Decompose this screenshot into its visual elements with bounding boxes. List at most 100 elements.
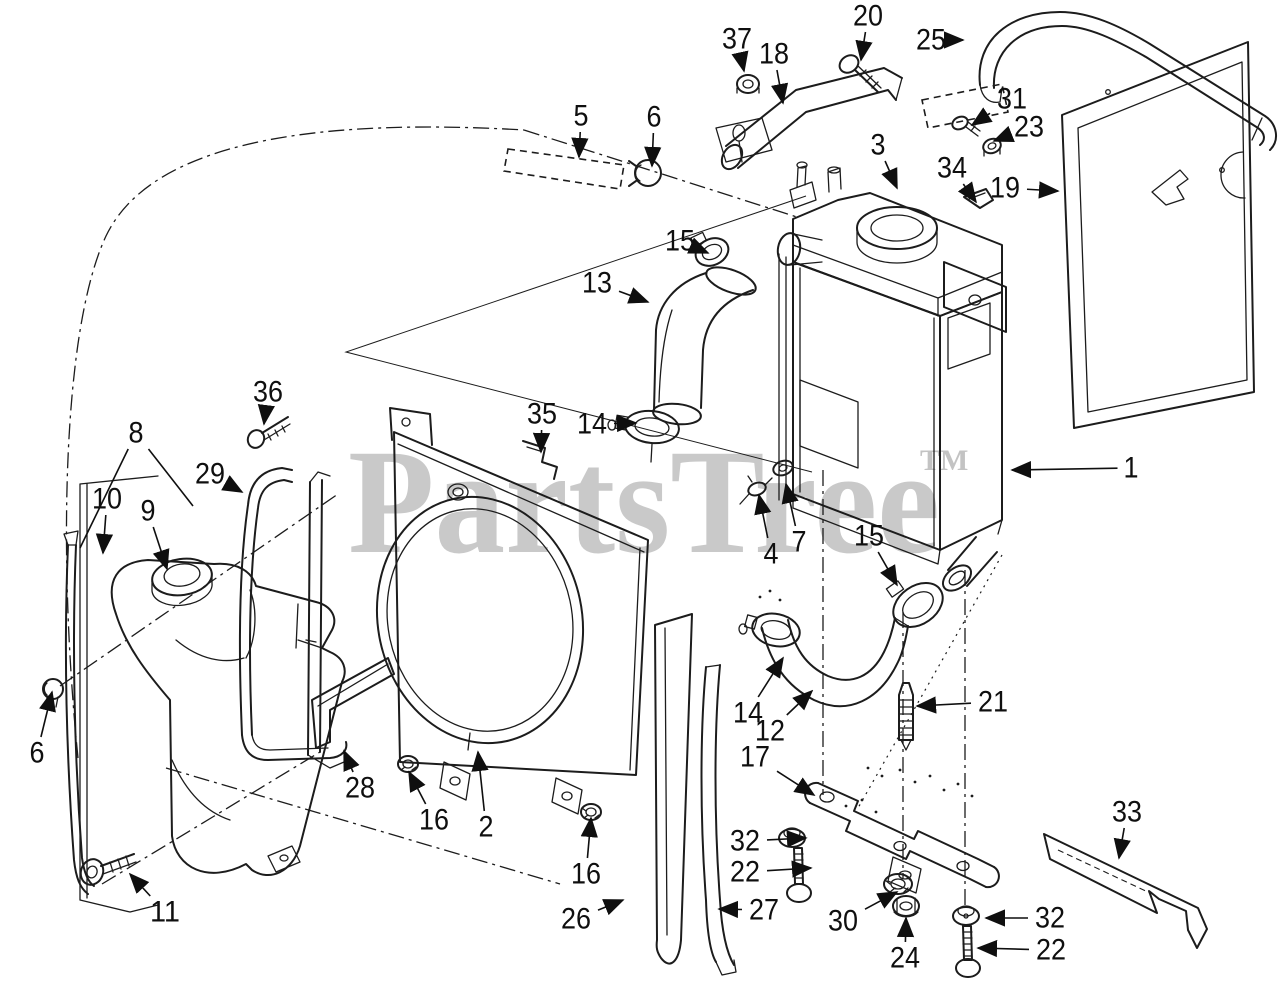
- callout-8: 8: [79, 417, 194, 549]
- callout-leader-33: [1113, 827, 1131, 860]
- callout-leader-8: [79, 448, 129, 549]
- callout-14: 14: [577, 408, 638, 441]
- callout-19: 19: [990, 172, 1060, 205]
- callout-6: 6: [30, 690, 56, 770]
- screw-31: [951, 115, 981, 137]
- callout-label-32: 32: [730, 825, 760, 858]
- callout-16: 16: [571, 816, 601, 891]
- seal-strip-29: [239, 467, 348, 761]
- callout-label-15: 15: [665, 225, 695, 258]
- callout-leader-7: [781, 482, 799, 527]
- callout-label-8: 8: [129, 417, 144, 450]
- callout-label-23: 23: [1014, 111, 1044, 144]
- hose-clamp-14-bottom: [738, 612, 801, 648]
- reserve-tank-10: [110, 559, 346, 876]
- bracket-28: [311, 657, 395, 749]
- callout-leader-21: [915, 696, 972, 714]
- callout-label-13: 13: [582, 267, 612, 300]
- callout-30: 30: [828, 891, 899, 938]
- seal-strip-27: [700, 664, 737, 976]
- callout-leader-32: [766, 830, 808, 848]
- callout-leader-10: [95, 514, 114, 555]
- callout-label-2: 2: [479, 811, 494, 844]
- watermark-tm: TM: [920, 444, 968, 477]
- callout-label-11: 11: [150, 896, 180, 929]
- upper-hose-13: [652, 266, 757, 426]
- callout-leader-15: [877, 551, 898, 587]
- callout-label-22: 22: [1036, 934, 1066, 967]
- callout-leader-3: [881, 160, 898, 190]
- callout-leader-14: [613, 414, 638, 433]
- callout-37: 37: [722, 23, 752, 73]
- callout-label-5: 5: [574, 100, 589, 133]
- callout-label-28: 28: [345, 772, 375, 805]
- callout-32: 32: [984, 902, 1065, 935]
- support-frame-25: [978, 11, 1277, 151]
- stud-21: [898, 682, 914, 751]
- callout-label-32: 32: [1035, 902, 1065, 935]
- callout-label-27: 27: [749, 894, 779, 927]
- callout-leader-8: [147, 448, 194, 507]
- overflow-tube-5: [503, 148, 625, 190]
- hose-clamp-15-bottom: [885, 580, 944, 628]
- fan-shroud-2: [375, 407, 649, 815]
- callout-leader-1: [1010, 461, 1118, 479]
- callout-label-14: 14: [733, 697, 763, 730]
- callout-leader-16: [408, 770, 427, 805]
- callout-label-24: 24: [890, 942, 920, 975]
- callout-27: 27: [717, 894, 779, 927]
- screw-11: [79, 853, 137, 886]
- washer-7: [772, 459, 794, 477]
- tank-cap-9: [151, 557, 213, 607]
- radiator-outlet: [941, 536, 998, 592]
- callout-leader-28: [343, 749, 360, 773]
- callout-leader-5: [571, 131, 589, 159]
- callout-3: 3: [871, 129, 898, 190]
- callout-leader-26: [597, 899, 625, 916]
- callout-5: 5: [571, 100, 589, 159]
- callout-label-19: 19: [990, 172, 1020, 205]
- callout-leader-11: [128, 872, 151, 897]
- callout-label-22: 22: [730, 856, 760, 889]
- callout-11: 11: [128, 872, 180, 929]
- callout-29: 29: [195, 458, 244, 493]
- callout-leader-37: [731, 50, 749, 73]
- callout-26: 26: [561, 899, 625, 936]
- callout-label-16: 16: [571, 858, 601, 891]
- callout-leader-4: [754, 493, 772, 539]
- callout-label-7: 7: [792, 526, 807, 559]
- callout-15: 15: [854, 520, 898, 587]
- callout-leader-36: [257, 404, 275, 426]
- callout-label-18: 18: [759, 38, 789, 71]
- callout-leader-14: [757, 656, 784, 698]
- callout-label-20: 20: [853, 0, 883, 33]
- callout-21: 21: [915, 686, 1008, 719]
- callout-leader-22: [976, 939, 1030, 958]
- callout-leader-12: [786, 689, 814, 716]
- callout-34: 34: [937, 152, 977, 204]
- callout-31: 31: [970, 83, 1027, 126]
- callout-17: 17: [740, 741, 816, 796]
- nut-37: [736, 74, 760, 94]
- callout-22: 22: [730, 856, 813, 889]
- callout-leader-17: [776, 770, 816, 796]
- callout-36: 36: [253, 376, 283, 426]
- callout-leader-20: [855, 31, 873, 62]
- callout-label-31: 31: [997, 83, 1027, 116]
- screw-36: [246, 416, 291, 449]
- callout-15: 15: [665, 225, 710, 258]
- callout-28: 28: [343, 749, 375, 805]
- callout-10: 10: [92, 483, 122, 555]
- callout-label-1: 1: [1124, 452, 1139, 485]
- callout-label-21: 21: [978, 686, 1008, 719]
- callout-label-15: 15: [854, 520, 884, 553]
- callout-leader-34: [957, 181, 977, 204]
- callout-2: 2: [471, 750, 494, 844]
- side-blade-33: [1043, 833, 1208, 949]
- callout-leader-15: [687, 237, 710, 254]
- callout-label-6: 6: [647, 101, 662, 134]
- callout-leader-6: [644, 132, 662, 168]
